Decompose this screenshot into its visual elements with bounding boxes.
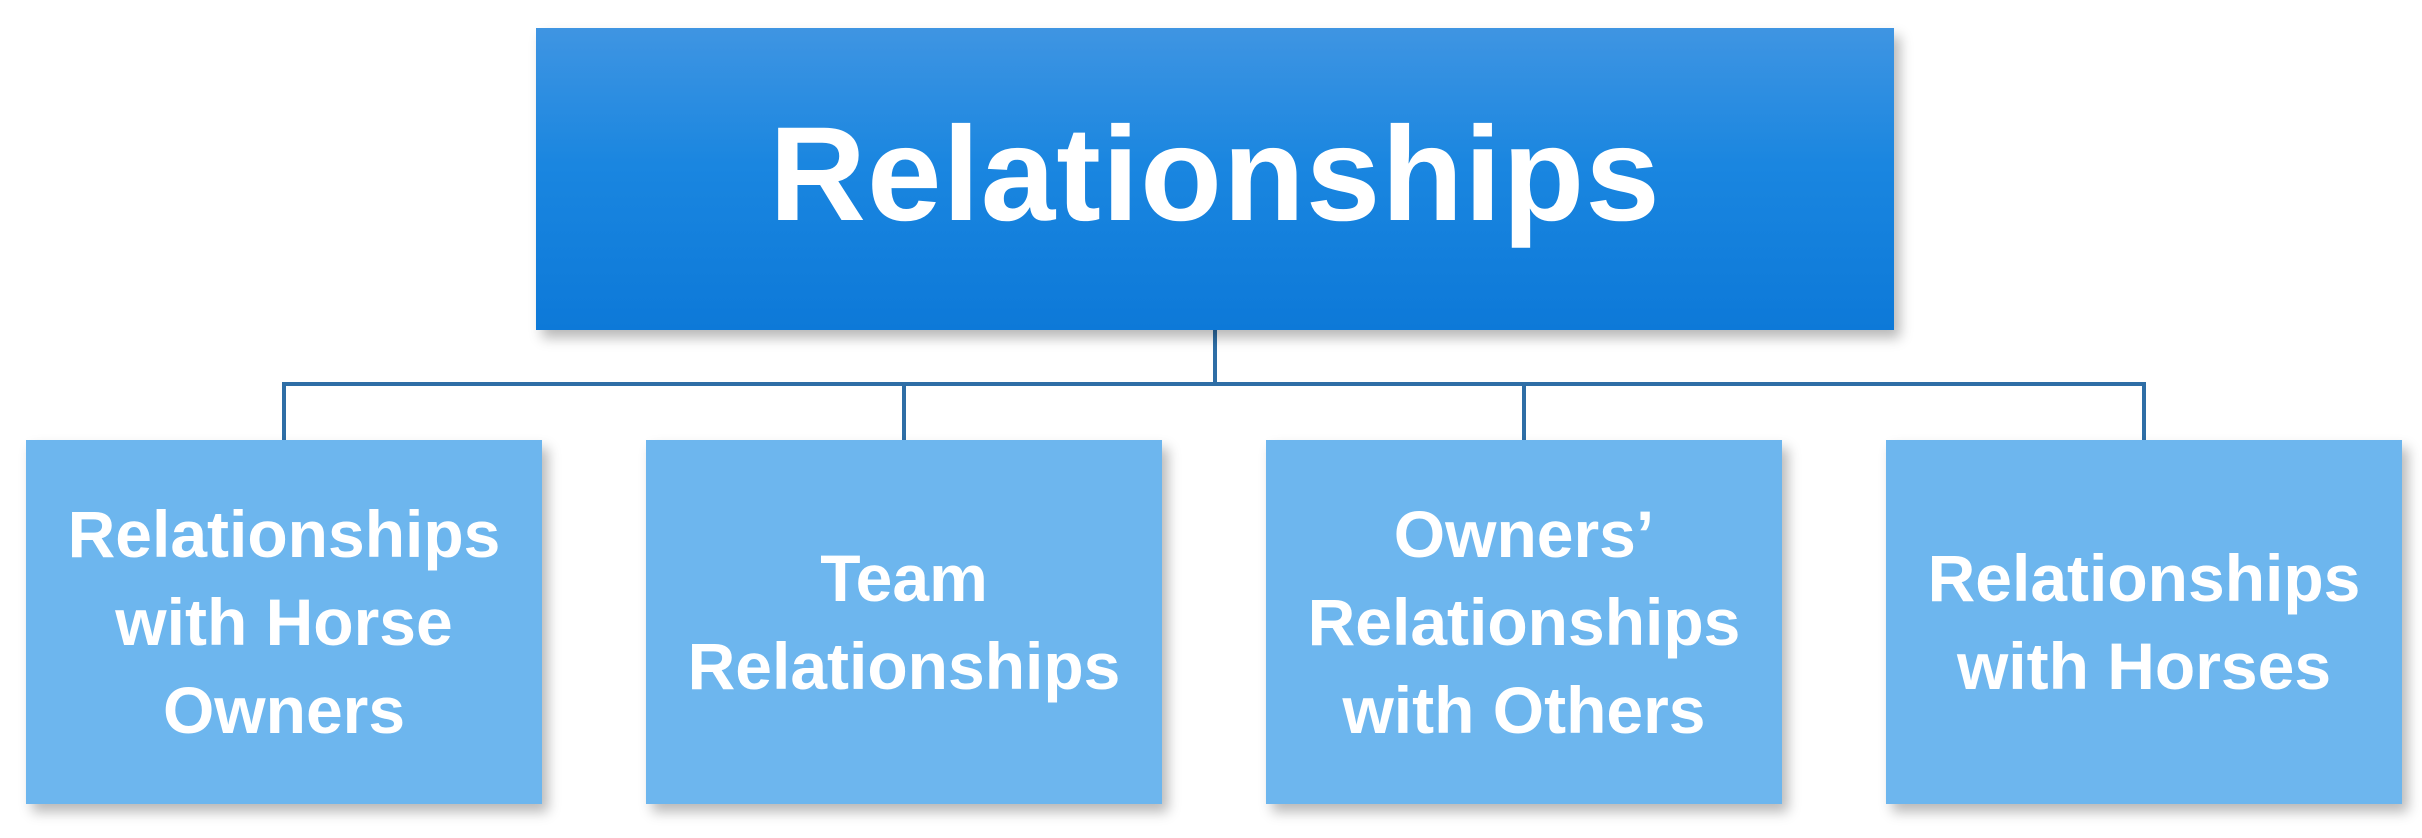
child-node-owners-relationships-with-others: Owners’ Relationships with Others: [1266, 440, 1782, 804]
child-node-label: Owners’ Relationships with Others: [1307, 497, 1741, 747]
child-node-relationships-with-horses: Relationships with Horses: [1886, 440, 2402, 804]
root-node-label: Relationships: [769, 100, 1661, 249]
child-node-label: Team Relationships: [687, 541, 1121, 703]
root-node: Relationships: [536, 28, 1894, 330]
child-node-label: Relationships with Horses: [1927, 541, 2361, 703]
child-node-label: Relationships with Horse Owners: [67, 497, 501, 747]
child-node-team-relationships: Team Relationships: [646, 440, 1162, 804]
child-node-relationships-with-horse-owners: Relationships with Horse Owners: [26, 440, 542, 804]
